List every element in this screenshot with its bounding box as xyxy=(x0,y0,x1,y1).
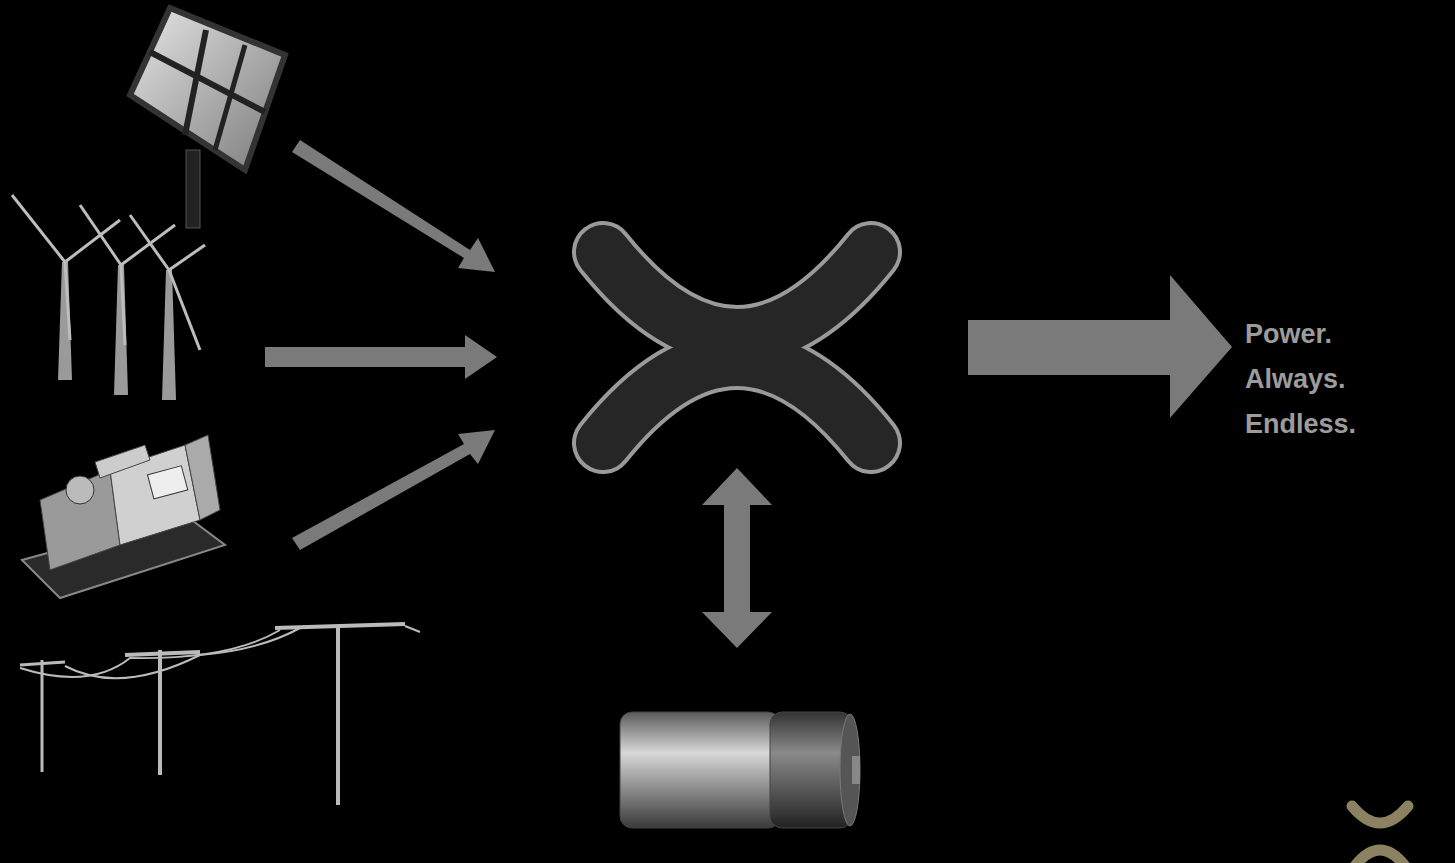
power-lines-part xyxy=(336,625,340,805)
wind-turbines xyxy=(12,195,205,400)
wind-turbines-part xyxy=(169,245,205,270)
hub-logo-part xyxy=(603,359,871,443)
generator-part xyxy=(147,466,187,499)
hub-logo-part xyxy=(603,359,871,443)
power-lines-part xyxy=(20,662,65,665)
wind-turbines-part xyxy=(121,225,175,265)
wind-turbines-part xyxy=(12,195,65,262)
battery-part xyxy=(620,712,780,828)
output-arrow xyxy=(968,275,1232,418)
power-lines-part xyxy=(158,650,162,775)
hub-logo-part xyxy=(603,252,871,336)
solar-panel-part xyxy=(186,150,200,228)
battery-part xyxy=(840,714,860,826)
generator xyxy=(22,435,225,598)
generator-part xyxy=(95,445,150,478)
input-arrows-part xyxy=(292,430,495,550)
brand-logo-part xyxy=(1352,850,1408,863)
power-lines-part xyxy=(20,630,280,677)
wind-turbines-part xyxy=(58,262,72,380)
tagline-text: Endless. xyxy=(1245,402,1356,447)
input-arrows-part xyxy=(265,335,497,379)
power-lines-part xyxy=(65,628,300,678)
power-lines-part xyxy=(405,626,420,632)
solar-panel xyxy=(130,8,285,228)
input-arrows xyxy=(265,140,497,550)
wind-turbines-part xyxy=(169,270,200,350)
power-lines xyxy=(20,624,420,805)
brand-logo xyxy=(1352,806,1408,863)
brand-logo-part xyxy=(1352,806,1408,823)
tagline-text: Always. xyxy=(1245,357,1356,402)
battery-part xyxy=(852,756,860,784)
generator-part xyxy=(185,435,220,520)
generator-part xyxy=(66,476,94,504)
wind-turbines-part xyxy=(121,265,125,345)
solar-panel-part xyxy=(150,52,265,112)
solar-panel-part xyxy=(130,8,285,170)
input-arrows-part xyxy=(292,140,495,272)
generator-part xyxy=(40,470,120,570)
battery xyxy=(620,712,860,828)
power-lines-part xyxy=(125,652,200,655)
wind-turbines-part xyxy=(162,270,176,400)
power-lines-part xyxy=(41,660,44,772)
tagline-text: Power. xyxy=(1245,312,1356,357)
hub-logo-part xyxy=(603,252,871,336)
solar-panel-part xyxy=(185,30,206,135)
wind-turbines-part xyxy=(65,262,70,340)
wind-turbines-part xyxy=(130,215,169,270)
solar-panel-part xyxy=(215,45,245,150)
power-lines-part xyxy=(275,624,405,628)
wind-turbines-part xyxy=(65,220,120,262)
wind-turbines-part xyxy=(80,205,121,265)
storage-arrow xyxy=(702,468,772,648)
hub-logo xyxy=(603,252,871,443)
wind-turbines-part xyxy=(114,265,128,395)
tagline: Power.Always.Endless. xyxy=(1245,312,1356,447)
